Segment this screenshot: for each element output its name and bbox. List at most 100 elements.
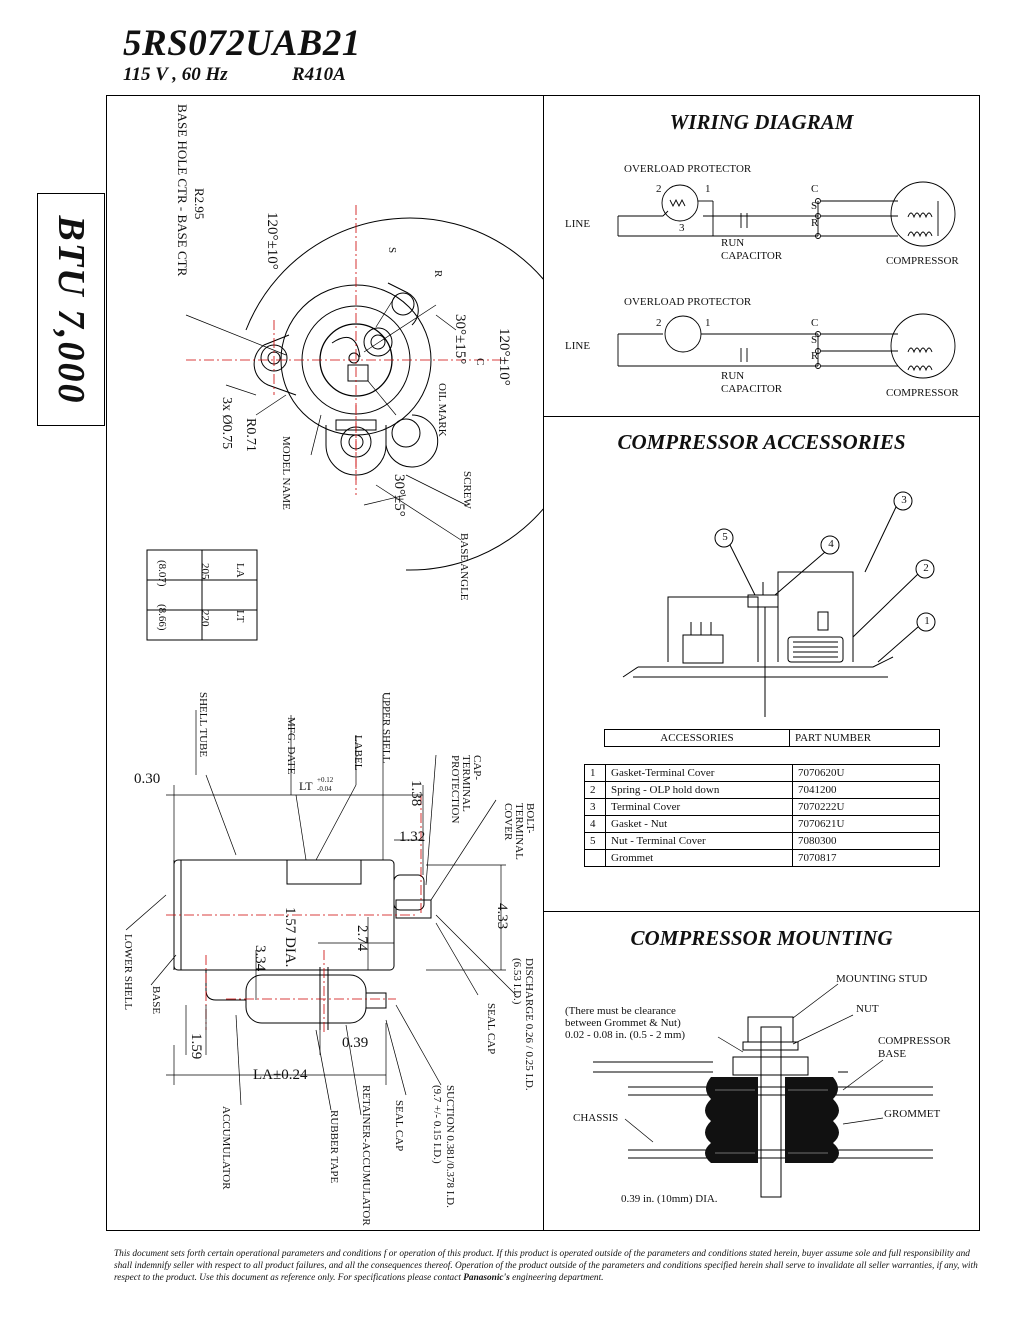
divider-wiring (543, 416, 980, 417)
callout-5: 5 (722, 531, 728, 543)
dim-039: 0.39 (342, 1035, 369, 1051)
accumulator-label: ACCUMULATOR (220, 1106, 232, 1190)
accessories-header-table: ACCESSORIES PART NUMBER (604, 729, 941, 747)
dim-132: 1.32 (399, 829, 426, 845)
dim-header-lt: LT (234, 610, 246, 623)
disclaimer-text: This document sets forth certain operati… (114, 1249, 978, 1283)
angle-arc (245, 217, 543, 571)
callout-1: 1 (924, 615, 930, 627)
mfg-date-label: MFG. DATE (285, 717, 297, 775)
grommet-label: GROMMET (884, 1108, 941, 1120)
holes-label: 3x Ø0.75 (219, 397, 234, 450)
clearance-note-3: 0.02 - 0.08 in. (0.5 - 2 mm) (565, 1029, 686, 1041)
angle-left-label: 120°±10° (264, 212, 280, 270)
compressor-base-label-1: COMPRESSOR (878, 1035, 951, 1047)
dim-la-mm: 205 (199, 563, 211, 580)
shell-tube-label: SHELL TUBE (197, 692, 209, 758)
btu-badge: BTU 7,000 (37, 193, 105, 426)
line-label-1: LINE (565, 218, 591, 230)
dim-header-la: LA (234, 563, 246, 578)
dim-030: 0.30 (134, 771, 161, 787)
discharge-label: DISCHARGE 0.26 / 0.25 I.D. (523, 958, 535, 1091)
terminal-s-1: S (811, 200, 818, 212)
upper-shell-label: UPPER SHELL (380, 692, 392, 764)
bolt-terminal-label: BOLT-TERMINAL COVER (502, 803, 536, 860)
angle-30-15-label: 30°±15° (452, 314, 468, 365)
terminal-r-label: R (432, 270, 444, 278)
overload-label-1: OVERLOAD PROTECTOR (624, 163, 752, 175)
dim-lt-mm: 220 (199, 610, 211, 627)
seal-cap-label: SEAL CAP (485, 1003, 497, 1055)
overload-label-2: OVERLOAD PROTECTOR (624, 296, 752, 308)
lt-minus-tol: -0.04 (317, 785, 332, 793)
rubber-tape-label: RUBBER TAPE (328, 1110, 340, 1184)
lt-plus-tol: +0.12 (317, 776, 334, 784)
model-number: 5RS072UAB21 (123, 23, 361, 64)
vertical-divider (543, 95, 544, 1231)
wiring-title: WIRING DIAGRAM (669, 110, 854, 134)
btu-text: BTU 7,000 (50, 215, 92, 404)
callout-4: 4 (828, 538, 834, 550)
terminal-s-label: S (386, 247, 398, 254)
wiring-diagram (617, 181, 956, 379)
terminal-c-label: C (474, 358, 486, 366)
dim-la-inch: (8.07) (156, 560, 168, 587)
disclaimer-end: engineering department. (509, 1273, 604, 1283)
cap-terminal-label: CAP-TERMINAL PROTECTION (449, 755, 483, 824)
chassis-label: CHASSIS (573, 1112, 619, 1124)
wire-num-3: 3 (679, 222, 685, 234)
terminal-c-1: C (811, 183, 819, 195)
angle-30-5-label: 30°±5° (391, 474, 407, 517)
dim-lt-inch: (8.66) (156, 604, 168, 631)
base-label: BASE (150, 986, 162, 1015)
disclaimer: This document sets forth certain operati… (114, 1248, 984, 1284)
compressor-label-2: COMPRESSOR (886, 387, 959, 399)
wire-num-1a: 1 (705, 183, 711, 195)
wire-num-1b: 1 (705, 317, 711, 329)
clearance-note-1: (There must be clearance (565, 1005, 676, 1017)
col-accessories: ACCESSORIES (604, 729, 790, 747)
dim-159: 1.59 (188, 1033, 204, 1060)
terminal-s-2: S (811, 334, 818, 346)
screw-label: SCREW (461, 471, 473, 509)
mounting-title: COMPRESSOR MOUNTING (630, 926, 893, 950)
oil-mark-label: OIL MARK (436, 383, 448, 437)
la-label: LA±0.24 (253, 1067, 308, 1083)
compressor-base-label-2: BASE (878, 1048, 907, 1060)
nut-label: NUT (856, 1003, 879, 1015)
retainer-label: RETAINER-ACCUMULATOR (360, 1085, 372, 1226)
lt-label: LT (299, 779, 313, 793)
voltage-spec: 115 V , 60 Hz (123, 64, 228, 85)
dim-157: 1.57 DIA. (282, 907, 298, 968)
angle-right-label: 120°±10° (496, 328, 512, 386)
divider-accessories (543, 911, 980, 912)
refrigerant-spec: R410A (292, 64, 346, 85)
discharge-mm-label: (6.53 I.D.) (511, 958, 523, 1005)
terminal-c-2: C (811, 317, 819, 329)
run-cap-label-1b: CAPACITOR (721, 250, 783, 262)
clearance-note-2: between Grommet & Nut) (565, 1017, 681, 1029)
accessories-drawing (622, 491, 936, 717)
run-cap-label-1a: RUN (721, 237, 745, 249)
terminal-r-2: R (811, 350, 819, 362)
compressor-drawings (125, 205, 543, 1116)
dim-274: 2.74 (354, 925, 370, 952)
run-cap-label-2a: RUN (721, 370, 745, 382)
label-label: LABEL (352, 735, 364, 771)
compressor-label-1: COMPRESSOR (886, 255, 959, 267)
mounting-drawing (593, 983, 933, 1198)
col-part-number: PART NUMBER (788, 729, 941, 747)
callout-2: 2 (923, 562, 929, 574)
wire-num-2b: 2 (656, 317, 662, 329)
line-label-2: LINE (565, 340, 591, 352)
lower-shell-label: LOWER SHELL (122, 934, 134, 1011)
dim-138: 1.38 (408, 780, 424, 807)
wire-num-2a: 2 (656, 183, 662, 195)
base-angle-label: BASE ANGLE (458, 533, 470, 601)
